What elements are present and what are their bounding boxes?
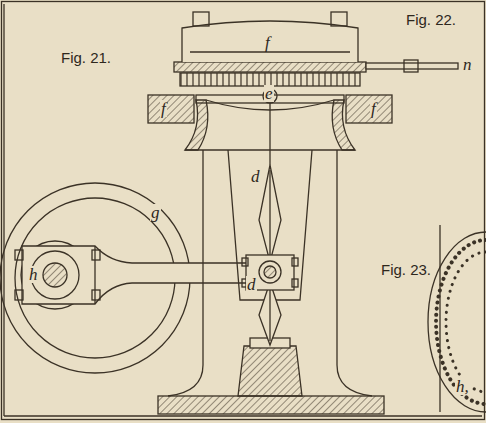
part-letter: g	[150, 204, 161, 221]
part-letter: f	[370, 100, 377, 117]
part-letter: h	[28, 266, 39, 283]
sieve-plate	[428, 232, 486, 412]
part-letter: n	[462, 56, 473, 73]
toggle-lever	[259, 282, 281, 345]
bar	[366, 63, 458, 69]
toggle-lever	[259, 165, 281, 262]
part-letter: h,	[455, 378, 470, 395]
part-letter: f	[160, 100, 167, 117]
part-letter: d	[250, 168, 261, 185]
part-letter: e	[264, 85, 274, 102]
part-letter: f	[264, 34, 271, 51]
figure-label: Fig. 22.	[405, 12, 457, 27]
part-letter: d	[246, 276, 257, 293]
figure-label: Fig. 23.	[380, 262, 432, 277]
figure-label: Fig. 21.	[60, 50, 112, 65]
cover	[182, 21, 358, 62]
connecting-rod	[22, 246, 250, 304]
